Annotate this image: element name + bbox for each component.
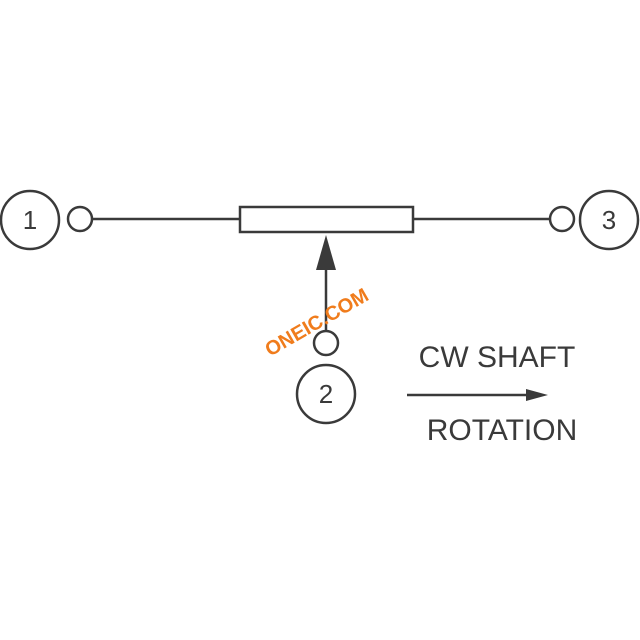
wiper-arrowhead: [316, 235, 336, 270]
caption-line-2: ROTATION: [427, 414, 578, 447]
rotation-arrow-icon: [526, 389, 548, 401]
terminal-1-label: 1: [23, 205, 37, 235]
terminal-3: 3: [578, 189, 640, 251]
resistor-body: [238, 205, 415, 234]
pin-ring-1: [66, 205, 94, 233]
pin-ring-2: [312, 329, 340, 357]
terminal-1: 1: [0, 189, 61, 251]
rotation-caption: CW SHAFT ROTATION: [407, 341, 577, 447]
terminal-2-label: 2: [319, 379, 333, 409]
pin-ring-3: [548, 205, 576, 233]
terminal-3-label: 3: [602, 205, 616, 235]
terminal-1-circle: [0, 189, 61, 251]
terminal-3-circle: [578, 189, 640, 251]
terminal-2: 2: [295, 363, 357, 425]
terminal-2-circle: [295, 363, 357, 425]
caption-line-1: CW SHAFT: [419, 341, 576, 374]
